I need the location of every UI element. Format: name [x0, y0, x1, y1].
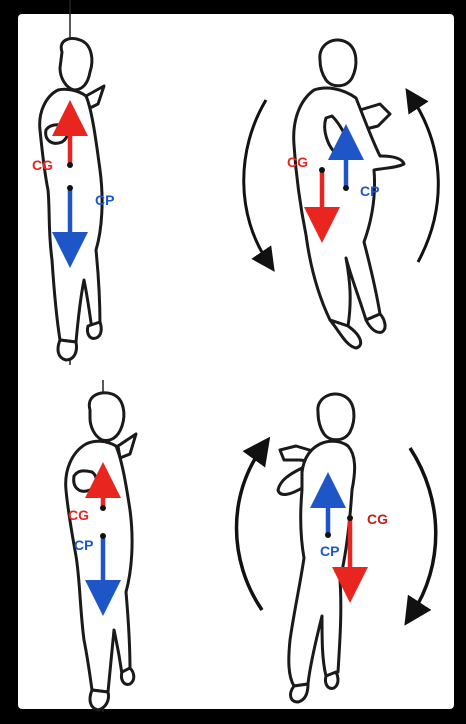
cg-point	[100, 505, 106, 511]
cg-label: CG	[68, 507, 89, 523]
cp-point	[325, 532, 331, 538]
cg-point	[319, 167, 325, 173]
cg-label: CG	[287, 154, 308, 170]
cp-point	[100, 533, 106, 539]
cp-point	[343, 185, 349, 191]
cg-point	[67, 162, 73, 168]
cg-label: CG	[32, 157, 53, 173]
cp-label: CP	[320, 543, 339, 559]
cp-label: CP	[95, 192, 114, 208]
cg-point	[347, 515, 353, 521]
cp-point	[67, 185, 73, 191]
cp-label: CP	[74, 537, 93, 553]
cp-label: CP	[360, 183, 379, 199]
cg-label: CG	[367, 511, 388, 527]
